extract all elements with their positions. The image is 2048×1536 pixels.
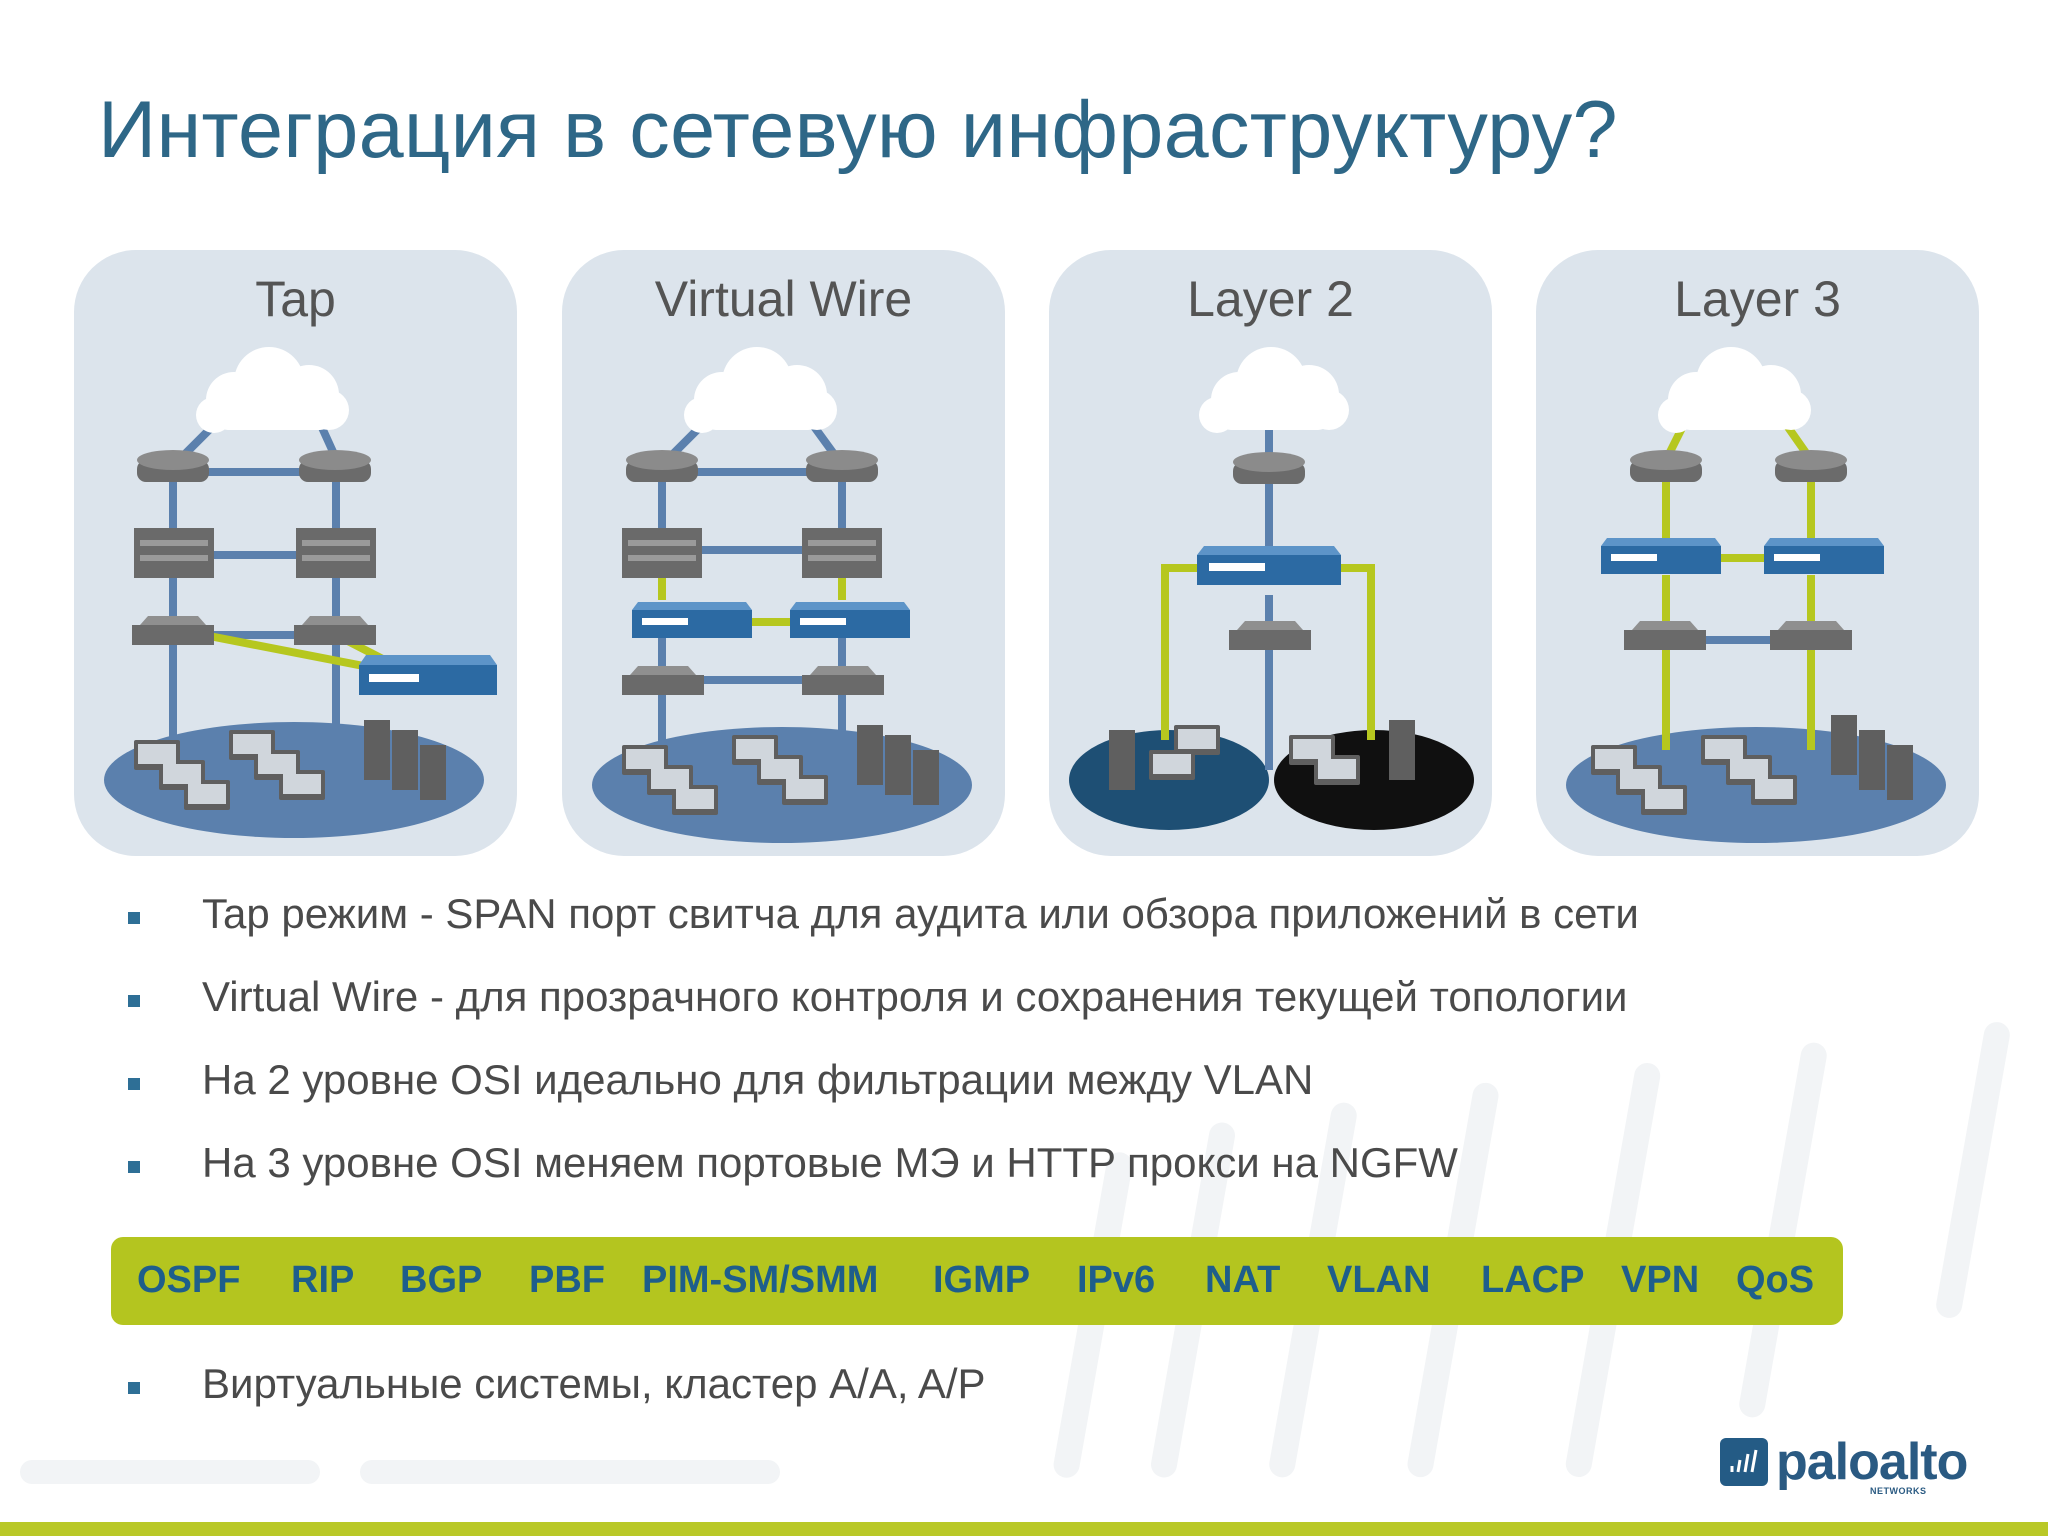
protocol-label: LACP <box>1481 1259 1585 1301</box>
cloud-icon <box>1199 347 1349 433</box>
cloud-icon <box>1658 347 1811 433</box>
panel-layer-3: Layer 3 <box>1536 250 1979 856</box>
bullet-marker <box>128 995 140 1007</box>
router-icon <box>1630 450 1702 482</box>
cloud-icon <box>684 347 837 433</box>
router-icon <box>299 450 371 482</box>
panel-label: Virtual Wire <box>654 271 913 327</box>
switch-icon <box>1770 621 1852 650</box>
protocol-label: VPN <box>1621 1259 1700 1301</box>
bullet-marker <box>128 1382 140 1394</box>
paloalto-logo: paloalto NETWORKS <box>1720 1432 1968 1496</box>
bullet-item: На 2 уровне OSI идеально для фильтрации … <box>128 1056 1928 1139</box>
protocol-label: VLAN <box>1327 1259 1431 1301</box>
bullet-text: Tap режим - SPAN порт свитча для аудита … <box>202 890 1639 937</box>
panel-virtual-wire: Virtual Wire <box>562 250 1005 856</box>
switch-icon <box>622 666 704 695</box>
bullet-item: Virtual Wire - для прозрачного контроля … <box>128 973 1928 1056</box>
virtual-wire-network-diagram <box>592 347 972 843</box>
firewall-icon <box>134 528 214 578</box>
screen-glare <box>1153 729 1356 779</box>
router-icon <box>1775 450 1847 482</box>
panel-layer-2: Layer 2 <box>1049 250 1492 856</box>
protocol-label: NAT <box>1205 1259 1281 1301</box>
bullet-marker <box>128 912 140 924</box>
logo-wordmark: paloalto <box>1776 1433 1968 1491</box>
bullet-item: Tap режим - SPAN порт свитча для аудита … <box>128 890 1928 973</box>
switch-icon <box>294 616 376 645</box>
ngfw-appliance-icon <box>1197 546 1341 585</box>
protocol-label: PIM-SM/SMM <box>642 1259 879 1301</box>
screen-glare <box>626 739 824 809</box>
protocol-label: RIP <box>291 1259 355 1301</box>
protocol-label: IGMP <box>933 1259 1031 1301</box>
bullet-list-extra: Виртуальные системы, кластер A/A, A/P <box>128 1360 1928 1443</box>
firewall-icon <box>296 528 376 578</box>
layer2-network-diagram <box>1069 347 1474 830</box>
ngfw-appliance-icon <box>359 655 497 695</box>
router-icon <box>1233 452 1305 484</box>
firewall-icon <box>622 528 702 578</box>
switch-icon <box>132 616 214 645</box>
switch-icon <box>802 666 884 695</box>
bullet-marker <box>128 1161 140 1173</box>
panel-label: Layer 3 <box>1674 271 1841 327</box>
panel-label: Layer 2 <box>1187 271 1354 327</box>
protocol-label: PBF <box>529 1259 605 1301</box>
paloalto-logo-icon <box>1720 1438 1768 1486</box>
firewall-icon <box>802 528 882 578</box>
panel-tap: Tap <box>74 250 517 856</box>
protocol-label: QoS <box>1736 1259 1815 1301</box>
ngfw-appliance-icon <box>790 602 910 638</box>
bullet-text: Virtual Wire - для прозрачного контроля … <box>202 973 1628 1020</box>
protocol-label: BGP <box>400 1259 483 1301</box>
screen-glare <box>1595 739 1793 809</box>
bullet-item: Виртуальные системы, кластер A/A, A/P <box>128 1360 1928 1443</box>
footer-accent-line <box>0 1522 2048 1536</box>
ngfw-appliance-icon <box>632 602 752 638</box>
router-icon <box>626 450 698 482</box>
switch-icon <box>1229 621 1311 650</box>
bullet-list: Tap режим - SPAN порт свитча для аудита … <box>128 890 1928 1222</box>
layer3-network-diagram <box>1566 347 1946 843</box>
protocol-label: OSPF <box>137 1259 241 1301</box>
bullet-marker <box>128 1078 140 1090</box>
server-icons <box>857 725 939 805</box>
bullet-item: На 3 уровне OSI меняем портовые МЭ и HTT… <box>128 1139 1928 1222</box>
bullet-text: На 3 уровне OSI меняем портовые МЭ и HTT… <box>202 1139 1458 1186</box>
protocol-label: IPv6 <box>1077 1259 1156 1301</box>
server-icons <box>364 720 446 800</box>
protocol-bar: OSPF RIP BGP PBF PIM-SM/SMM IGMP IPv6 NA… <box>111 1237 1843 1325</box>
ngfw-appliance-icon <box>1601 538 1721 574</box>
cloud-icon <box>196 347 349 433</box>
switch-icon <box>1624 621 1706 650</box>
panel-label: Tap <box>255 271 336 327</box>
router-icon <box>806 450 878 482</box>
bullet-text: Виртуальные системы, кластер A/A, A/P <box>202 1360 986 1407</box>
server-icons <box>1831 715 1913 800</box>
logo-subtext: NETWORKS <box>1870 1486 1927 1496</box>
bullet-text: На 2 уровне OSI идеально для фильтрации … <box>202 1056 1314 1103</box>
tap-network-diagram <box>104 347 497 838</box>
ngfw-appliance-icon <box>1764 538 1884 574</box>
router-icon <box>137 450 209 482</box>
screen-glare <box>138 734 321 804</box>
slide-title: Интеграция в сетевую инфраструктуру? <box>98 85 1618 175</box>
